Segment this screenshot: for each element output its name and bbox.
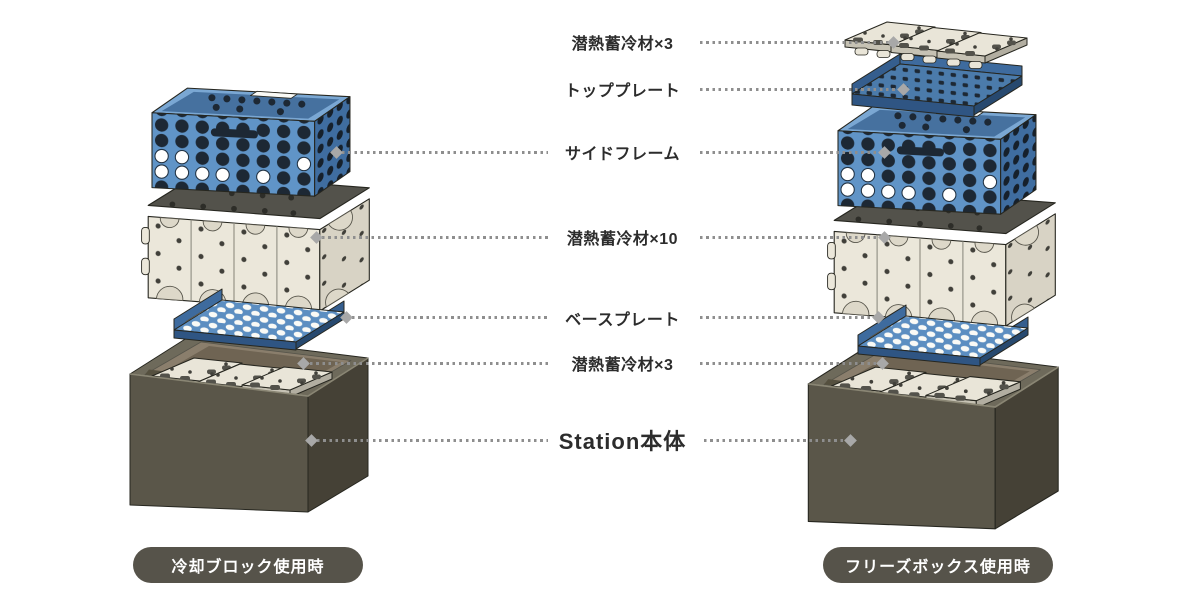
leader-line [700, 151, 880, 154]
callout-latent-top: 潜熱蓄冷材×3 [571, 36, 674, 53]
leader-line [700, 236, 880, 239]
caption-right-badge: フリーズボックス使用時 [823, 547, 1053, 583]
leader-line [700, 88, 900, 91]
part-side-frame-right [837, 105, 1037, 215]
leader-line [704, 439, 846, 442]
part-station-body-right [808, 344, 1058, 529]
callout-side-frame: サイドフレーム [564, 146, 681, 163]
assembly-right [808, 21, 1058, 529]
part-side-frame-left [151, 87, 351, 197]
leader-line [700, 316, 874, 319]
part-latent-block10-left [141, 174, 370, 312]
leader-line [322, 236, 548, 239]
caption-left-badge: 冷却ブロック使用時 [133, 547, 363, 583]
callout-base-plate: ベースプレート [565, 312, 680, 329]
callout-station-body: Station本体 [558, 429, 687, 454]
callout-top-plate: トッププレート [564, 83, 681, 100]
leader-line [700, 362, 878, 365]
callout-latent-bottom: 潜熱蓄冷材×3 [571, 357, 674, 374]
part-top-plate-right [851, 53, 1023, 118]
leader-line [310, 362, 548, 365]
part-latent-sheets3-right [844, 21, 1028, 69]
leader-line [317, 439, 548, 442]
leader-line [342, 151, 548, 154]
leader-line [700, 41, 890, 44]
leader-line [352, 316, 548, 319]
callout-latent-10: 潜熱蓄冷材×10 [566, 231, 679, 248]
